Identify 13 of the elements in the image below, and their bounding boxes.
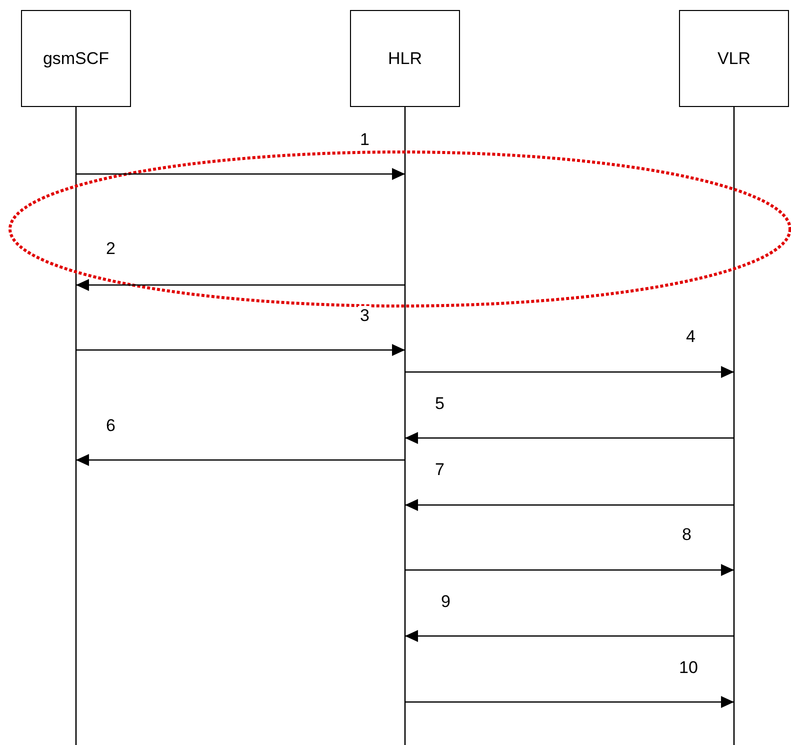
message-arrow	[405, 630, 734, 642]
message-arrow	[405, 432, 734, 444]
participant-box: gsmSCF	[21, 10, 131, 107]
message-arrow	[405, 366, 734, 378]
participant-box: VLR	[679, 10, 789, 107]
participant-box: HLR	[350, 10, 460, 107]
message-arrow	[76, 344, 405, 356]
message-arrow	[405, 499, 734, 511]
message-arrow	[76, 168, 405, 180]
message-arrow	[76, 454, 405, 466]
message-arrow	[76, 279, 405, 291]
message-arrow	[405, 696, 734, 708]
message-arrow	[405, 564, 734, 576]
